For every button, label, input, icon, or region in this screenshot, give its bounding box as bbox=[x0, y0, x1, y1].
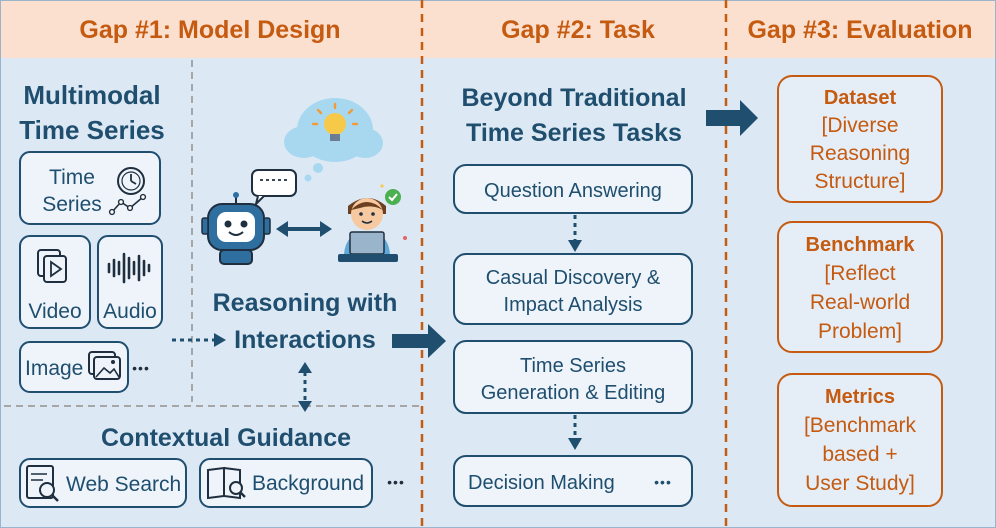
header-gap1: Gap #1: Model Design bbox=[79, 16, 340, 44]
person-laptop-icon bbox=[338, 184, 407, 262]
multimodal-title-line1: Multimodal bbox=[23, 80, 160, 110]
clock-chart-icon bbox=[108, 167, 147, 216]
image-box: Image bbox=[19, 341, 129, 393]
header-gap2: Gap #2: Task bbox=[501, 16, 655, 44]
thought-bubble-lightbulb-icon bbox=[284, 98, 383, 182]
eval-metrics-line3: User Study] bbox=[805, 472, 915, 495]
tasks-to-evaluation-arrow bbox=[706, 100, 758, 136]
task-more-ellipsis: ••• bbox=[654, 474, 672, 490]
time-series-label-line2: Series bbox=[42, 193, 102, 216]
time-series-label-line1: Time bbox=[49, 166, 95, 189]
eval-metrics-title: Metrics bbox=[825, 386, 895, 408]
task-generation-line2: Generation & Editing bbox=[481, 382, 666, 404]
reasoning-line1: Reasoning with bbox=[213, 289, 398, 317]
audio-box: Audio bbox=[97, 235, 163, 329]
task-question-answering-label: Question Answering bbox=[484, 180, 662, 202]
image-gallery-icon bbox=[88, 351, 121, 380]
reasoning-line2: Interactions bbox=[234, 326, 376, 354]
audio-waveform-icon bbox=[107, 252, 151, 284]
eval-dataset-line3: Structure] bbox=[814, 170, 905, 193]
task-generation-editing: Time Series Generation & Editing bbox=[453, 340, 693, 414]
eval-metrics-line2: based + bbox=[822, 443, 897, 466]
video-label: Video bbox=[28, 300, 81, 323]
header-gap3: Gap #3: Evaluation bbox=[747, 16, 972, 44]
eval-dataset-line1: [Diverse bbox=[821, 114, 898, 137]
task-question-answering: Question Answering bbox=[453, 164, 693, 214]
task-causal-discovery: Casual Discovery & Impact Analysis bbox=[453, 253, 693, 325]
eval-benchmark-line3: Problem] bbox=[818, 320, 902, 343]
video-play-icon bbox=[37, 249, 67, 283]
background-box: Background bbox=[199, 458, 373, 508]
eval-benchmark-line2: Real-world bbox=[810, 291, 910, 314]
task-dotted-arrow-1 bbox=[568, 215, 582, 252]
eval-metrics-box: Metrics [Benchmark based + User Study] bbox=[777, 373, 943, 507]
task-dotted-arrow-2 bbox=[568, 415, 582, 450]
multimodal-arrowhead bbox=[214, 333, 226, 347]
eval-benchmark-box: Benchmark [Reflect Real-world Problem] bbox=[777, 221, 943, 353]
eval-dataset-title: Dataset bbox=[824, 87, 897, 109]
eval-dataset-box: Dataset [Diverse Reasoning Structure] bbox=[777, 75, 943, 203]
header-band bbox=[0, 0, 996, 58]
reasoning-to-tasks-arrow bbox=[392, 324, 446, 358]
image-label: Image bbox=[25, 357, 83, 380]
video-box: Video bbox=[19, 235, 91, 329]
tasks-title-line1: Beyond Traditional bbox=[461, 84, 686, 112]
task-decision-making: Decision Making ••• bbox=[453, 455, 693, 507]
web-search-box: Web Search bbox=[19, 458, 187, 508]
robot-icon bbox=[201, 169, 297, 265]
interaction-double-arrow bbox=[276, 221, 332, 237]
book-search-icon bbox=[207, 466, 246, 500]
eval-benchmark-line1: [Reflect bbox=[824, 262, 895, 285]
task-generation-line1: Time Series bbox=[520, 355, 626, 377]
reasoning-contextual-double-arrow bbox=[298, 362, 312, 412]
multimodal-more-ellipsis: ••• bbox=[132, 360, 150, 376]
eval-benchmark-title: Benchmark bbox=[806, 234, 916, 256]
eval-metrics-line1: [Benchmark bbox=[804, 414, 917, 437]
background-label: Background bbox=[252, 472, 364, 495]
audio-label: Audio bbox=[103, 300, 157, 323]
task-causal-line2: Impact Analysis bbox=[504, 294, 643, 316]
web-search-label: Web Search bbox=[66, 473, 181, 496]
contextual-more-ellipsis: ••• bbox=[387, 474, 405, 490]
contextual-title: Contextual Guidance bbox=[101, 424, 351, 452]
time-series-box: Time Series bbox=[19, 151, 161, 225]
task-decision-making-label: Decision Making bbox=[468, 472, 615, 494]
web-search-icon bbox=[26, 465, 59, 502]
eval-dataset-line2: Reasoning bbox=[810, 142, 910, 165]
task-causal-line1: Casual Discovery & bbox=[486, 267, 661, 289]
tasks-title-line2: Time Series Tasks bbox=[466, 119, 682, 147]
multimodal-title-line2: Time Series bbox=[19, 115, 165, 145]
